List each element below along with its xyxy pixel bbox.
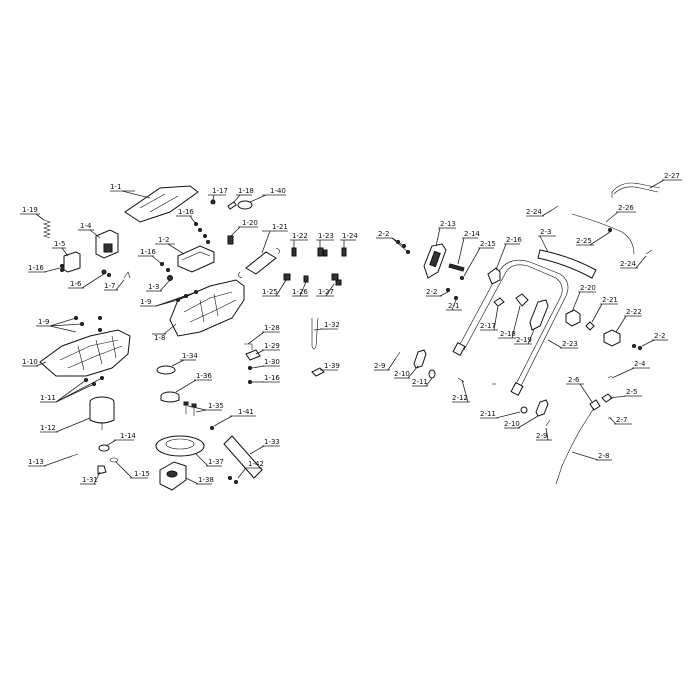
motor-part	[89, 402, 115, 424]
switch-box-part	[177, 245, 215, 273]
cable-part	[311, 317, 319, 350]
label-1-4: 1-4	[80, 222, 92, 230]
control-cable-part	[555, 407, 595, 485]
label-1-18: 1-18	[238, 187, 254, 195]
label-1-29: 1-29	[264, 342, 280, 350]
label-2-15: 2-15	[480, 240, 496, 248]
label-1-21: 1-21	[272, 223, 288, 231]
label-1-16-d: 1-16	[264, 374, 280, 382]
label-2-10-a: 2-10	[394, 370, 410, 378]
label-1-34: 1-34	[182, 352, 198, 360]
label-2-26: 2-26	[618, 204, 634, 212]
label-1-27: 1-27	[318, 288, 334, 296]
label-2-7: 2-7	[616, 416, 627, 424]
label-2-2-c: 2-2	[654, 332, 665, 340]
label-2-23: 2-23	[562, 340, 578, 348]
label-1-1: 1-1	[110, 183, 121, 191]
label-2-2-b: 2-2	[426, 288, 437, 296]
motor-housing-part	[169, 279, 245, 337]
label-2-1: 2-1	[448, 302, 459, 310]
label-2-10-b: 2-10	[504, 420, 520, 428]
label-1-26: 1-26	[292, 288, 308, 296]
label-2-9-b: 2-9	[536, 432, 547, 440]
label-1-23: 1-23	[318, 232, 334, 240]
top-cover-part	[124, 185, 199, 223]
label-2-11-a: 2-11	[412, 378, 428, 386]
label-2-24-a: 2-24	[526, 208, 542, 216]
deck-part	[39, 329, 131, 377]
label-1-3: 1-3	[148, 283, 159, 291]
label-2-20: 2-20	[580, 284, 596, 292]
label-1-13: 1-13	[28, 458, 44, 466]
label-2-2-a: 2-2	[378, 230, 389, 238]
label-2-12: 2-12	[452, 394, 468, 402]
label-2-14: 2-14	[464, 230, 480, 238]
label-1-25: 1-25	[262, 288, 278, 296]
spring-part	[43, 219, 51, 239]
label-1-28: 1-28	[264, 324, 280, 332]
blade-plate-part	[155, 435, 205, 457]
label-2-22: 2-22	[626, 308, 642, 316]
label-1-36: 1-36	[196, 372, 212, 380]
label-2-24-b: 2-24	[620, 260, 636, 268]
label-1-8: 1-8	[154, 334, 165, 342]
label-1-10: 1-10	[22, 358, 38, 366]
label-2-16: 2-16	[506, 236, 522, 244]
label-1-9-b: 1-9	[38, 318, 49, 326]
belt-part	[223, 435, 263, 479]
main-handle-part	[457, 259, 569, 389]
label-1-11: 1-11	[40, 394, 56, 402]
label-1-6: 1-6	[70, 280, 82, 288]
label-2-5: 2-5	[626, 388, 637, 396]
label-2-6: 2-6	[568, 376, 580, 384]
label-1-35: 1-35	[208, 402, 224, 410]
label-2-9-a: 2-9	[374, 362, 385, 370]
label-1-16-a: 1-16	[178, 208, 194, 216]
label-2-25: 2-25	[576, 237, 592, 245]
handle-bar-part	[571, 213, 635, 255]
label-2-13: 2-13	[440, 220, 456, 228]
screws-1-16-top	[194, 222, 210, 244]
handle-assembly: 2-27 2-26 2-25 2-24 2-24 2-3 2-23 2-2	[374, 172, 682, 485]
label-1-19: 1-19	[22, 206, 38, 214]
label-1-12: 1-12	[40, 424, 56, 432]
label-1-17: 1-17	[212, 187, 228, 195]
label-1-40: 1-40	[270, 187, 286, 195]
label-1-5: 1-5	[54, 240, 65, 248]
label-1-9-a: 1-9	[140, 298, 151, 306]
label-2-21: 2-21	[602, 296, 618, 304]
label-1-31: 1-31	[82, 476, 98, 484]
label-1-37: 1-37	[208, 458, 224, 466]
label-1-7: 1-7	[104, 282, 115, 290]
label-1-16-c: 1-16	[140, 248, 156, 256]
label-1-30: 1-30	[264, 358, 280, 366]
label-1-15: 1-15	[134, 470, 150, 478]
label-1-20: 1-20	[242, 219, 258, 227]
label-2-11-b: 2-11	[480, 410, 496, 418]
label-2-4: 2-4	[634, 360, 646, 368]
label-1-16-b: 1-16	[28, 264, 44, 272]
label-1-38: 1-38	[198, 476, 214, 484]
label-1-2: 1-2	[158, 236, 169, 244]
label-2-27: 2-27	[664, 172, 680, 180]
label-1-33: 1-33	[264, 438, 280, 446]
label-1-39: 1-39	[324, 362, 340, 370]
label-1-14: 1-14	[120, 432, 136, 440]
grip-part	[537, 249, 597, 279]
lever-part	[529, 299, 549, 331]
label-1-24: 1-24	[342, 232, 358, 240]
motor-housing-assembly: 1-1 1-17 1-18 1-40 1-16 1-20 1-2 1-21	[20, 183, 358, 491]
label-1-41: 1-41	[238, 408, 254, 416]
label-1-22: 1-22	[292, 232, 308, 240]
label-1-32: 1-32	[324, 321, 340, 329]
label-1-42: 1-42	[248, 460, 264, 468]
label-2-3: 2-3	[540, 228, 551, 236]
label-2-18: 2-18	[500, 330, 516, 338]
upper-handle-part	[611, 182, 661, 195]
label-2-8: 2-8	[598, 452, 609, 460]
label-2-17: 2-17	[480, 322, 496, 330]
label-2-19: 2-19	[516, 336, 532, 344]
